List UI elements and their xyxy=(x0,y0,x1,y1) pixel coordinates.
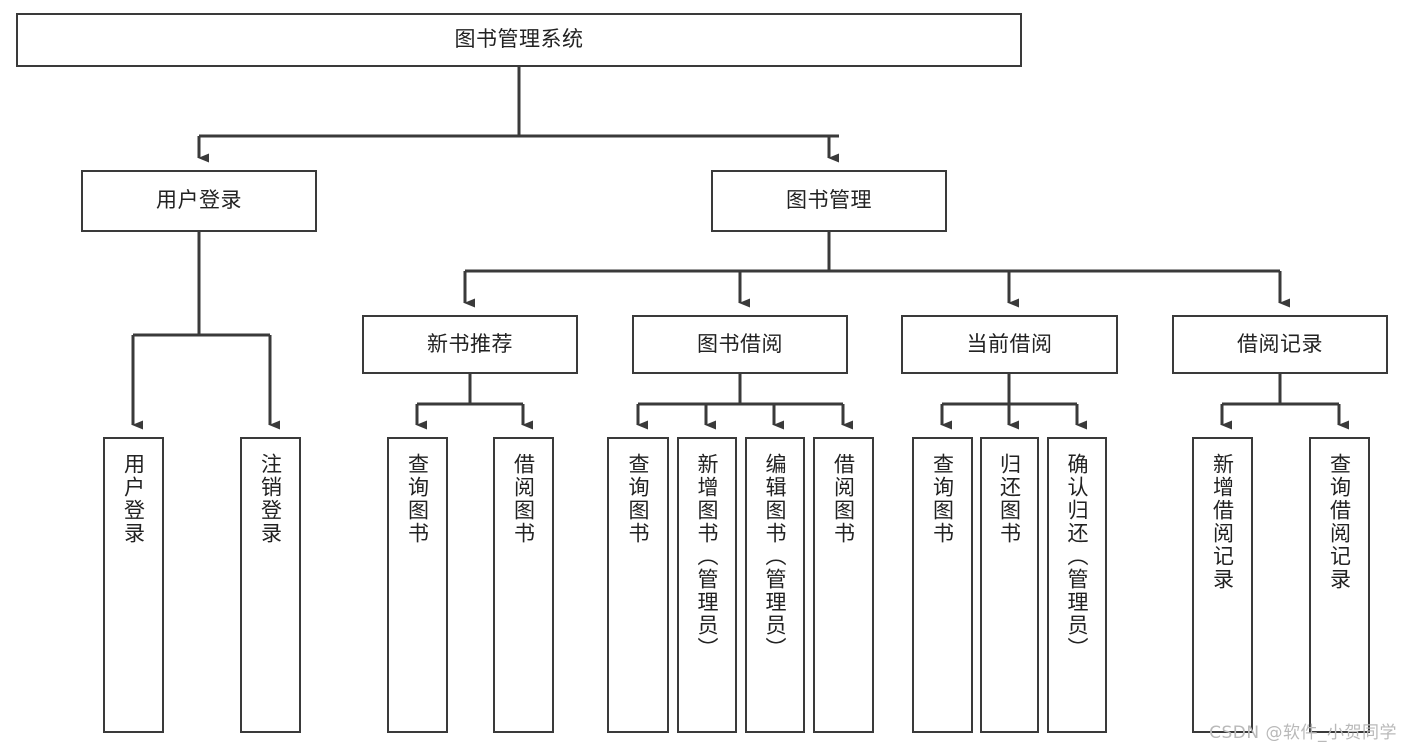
node-label: 借阅记录 xyxy=(1237,331,1323,356)
node-label: 归还图书 xyxy=(997,453,1022,545)
node-label: 当前借阅 xyxy=(966,331,1053,356)
node-label: 借阅图书 xyxy=(511,453,536,545)
node-label: 新增借阅记录 xyxy=(1210,453,1235,591)
leaf-user-login[interactable]: 用户登录 xyxy=(103,437,164,733)
leaf-confirm-return[interactable]: 确认归还（管理员） xyxy=(1047,437,1107,733)
node-label: 查询图书 xyxy=(405,453,430,545)
node-root-system[interactable]: 图书管理系统 xyxy=(16,13,1022,67)
leaf-query-record[interactable]: 查询借阅记录 xyxy=(1309,437,1370,733)
node-label: 图书管理系统 xyxy=(454,27,584,52)
leaf-borrow-book-1[interactable]: 借阅图书 xyxy=(493,437,554,733)
leaf-add-book[interactable]: 新增图书（管理员） xyxy=(677,437,737,733)
leaf-add-record[interactable]: 新增借阅记录 xyxy=(1192,437,1253,733)
leaf-return-book[interactable]: 归还图书 xyxy=(980,437,1039,733)
node-label: 编辑图书（管理员） xyxy=(763,453,788,660)
node-book-borrow[interactable]: 图书借阅 xyxy=(632,315,848,374)
node-label: 查询图书 xyxy=(930,453,955,545)
node-label: 用户登录 xyxy=(121,453,146,545)
node-borrow-record[interactable]: 借阅记录 xyxy=(1172,315,1388,374)
node-label: 查询借阅记录 xyxy=(1327,453,1352,591)
csdn-watermark: CSDN @软件_小贺同学 xyxy=(1209,723,1397,743)
node-new-book-recommend[interactable]: 新书推荐 xyxy=(362,315,578,374)
node-label: 新书推荐 xyxy=(427,331,513,356)
node-label: 新增图书（管理员） xyxy=(695,453,720,660)
node-label: 注销登录 xyxy=(258,453,283,545)
node-label: 确认归还（管理员） xyxy=(1065,453,1090,660)
node-label: 用户登录 xyxy=(156,188,242,213)
leaf-borrow-book-2[interactable]: 借阅图书 xyxy=(813,437,874,733)
node-book-management[interactable]: 图书管理 xyxy=(711,170,947,232)
leaf-edit-book[interactable]: 编辑图书（管理员） xyxy=(745,437,805,733)
leaf-user-logout[interactable]: 注销登录 xyxy=(240,437,301,733)
leaf-query-book-1[interactable]: 查询图书 xyxy=(387,437,448,733)
node-label: 图书管理 xyxy=(786,188,872,213)
node-current-borrow[interactable]: 当前借阅 xyxy=(901,315,1118,374)
node-label: 查询图书 xyxy=(626,453,651,545)
leaf-query-book-2[interactable]: 查询图书 xyxy=(607,437,669,733)
node-label: 借阅图书 xyxy=(831,453,856,545)
node-label: 图书借阅 xyxy=(697,331,783,356)
leaf-query-book-3[interactable]: 查询图书 xyxy=(912,437,973,733)
node-user-login[interactable]: 用户登录 xyxy=(81,170,317,232)
